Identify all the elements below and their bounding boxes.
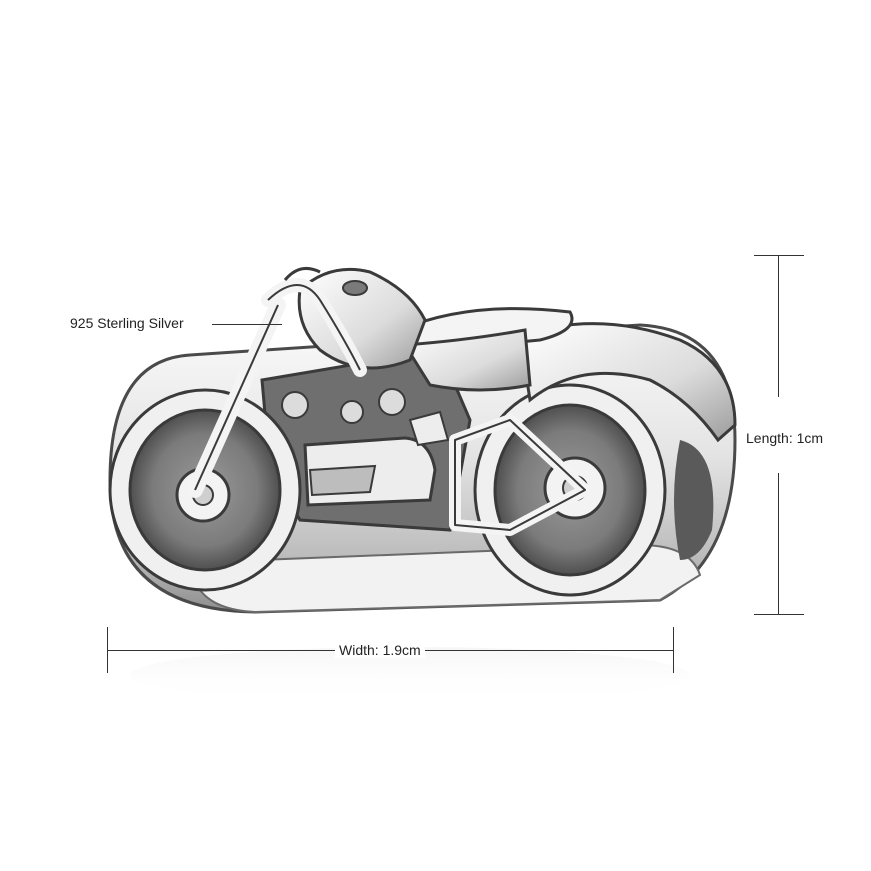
front-wheel bbox=[108, 388, 302, 592]
rear-fender bbox=[518, 322, 737, 443]
rear-swingarm bbox=[449, 414, 591, 536]
front-fork bbox=[187, 266, 367, 498]
charm-reflection bbox=[130, 647, 690, 703]
fuel-tank bbox=[297, 267, 427, 370]
length-dimension-bottom-tick bbox=[754, 614, 804, 615]
width-dimension-right-tick bbox=[673, 627, 674, 673]
material-label: 925 Sterling Silver bbox=[70, 315, 184, 331]
length-label: Length: 1cm bbox=[746, 430, 824, 446]
material-callout-line bbox=[212, 324, 282, 325]
width-label: Width: 1.9cm bbox=[335, 642, 425, 658]
length-dimension-line-lower bbox=[778, 473, 779, 615]
seat bbox=[398, 307, 574, 392]
length-dimension-top-tick bbox=[754, 255, 804, 256]
length-dimension-line-upper bbox=[778, 255, 779, 397]
